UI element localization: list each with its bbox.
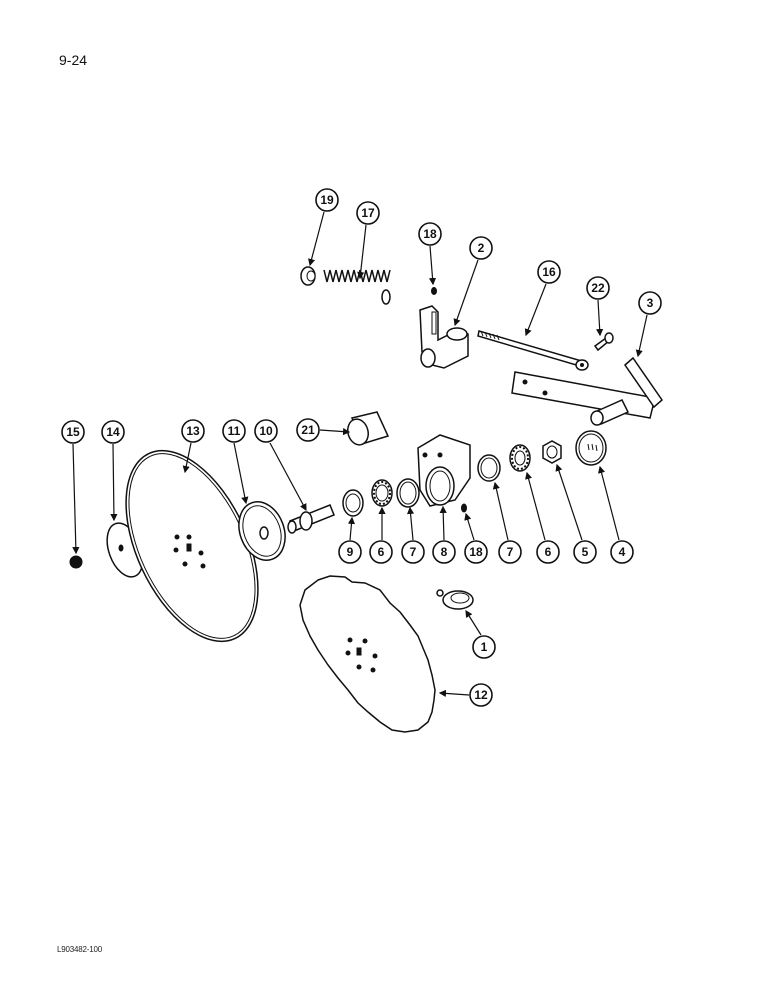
- callout-16: 16: [537, 260, 561, 284]
- part-1-scraper-mount: [436, 589, 474, 610]
- callout-11: 11: [222, 419, 246, 443]
- callout-4: 4: [610, 540, 634, 564]
- callout-9: 9: [338, 540, 362, 564]
- callout-15: 15: [61, 420, 85, 444]
- part-15-nut: [69, 555, 83, 569]
- part-8-hub-housing: [417, 434, 471, 507]
- svg-text:11: 11: [228, 424, 241, 438]
- svg-text:3: 3: [647, 296, 654, 310]
- figure-code: L903482-100: [57, 945, 102, 954]
- part-2-pivot-bracket: [419, 305, 469, 369]
- svg-text:17: 17: [361, 206, 375, 220]
- leader-lines: [72, 211, 648, 698]
- part-4-dust-cap: [575, 430, 607, 466]
- svg-text:6: 6: [378, 545, 385, 559]
- part-18-grease-fitting: [431, 287, 437, 295]
- svg-text:2: 2: [478, 241, 485, 255]
- svg-text:16: 16: [542, 265, 556, 279]
- part-12-notched-disc: [299, 575, 436, 733]
- svg-text:18: 18: [469, 545, 483, 559]
- callout-2: 2: [469, 236, 493, 260]
- callout-13: 13: [181, 419, 205, 443]
- callout-5: 5: [573, 540, 597, 564]
- callout-17: 17: [356, 201, 380, 225]
- callout-18-lower: 18: [464, 540, 488, 564]
- callout-19: 19: [315, 188, 339, 212]
- callout-21: 21: [296, 418, 320, 442]
- svg-text:14: 14: [106, 425, 120, 439]
- svg-text:15: 15: [66, 425, 80, 439]
- part-21-bushing: [347, 411, 390, 446]
- svg-text:5: 5: [582, 545, 589, 559]
- callout-6-right: 6: [536, 540, 560, 564]
- svg-text:22: 22: [591, 281, 605, 295]
- svg-text:19: 19: [320, 193, 334, 207]
- callout-7-right: 7: [498, 540, 522, 564]
- part-19-spring-cap: [300, 266, 316, 286]
- part-22-bolt: [593, 332, 614, 352]
- callout-12: 12: [469, 683, 493, 707]
- svg-text:18: 18: [423, 227, 437, 241]
- part-16-threaded-rod: [477, 330, 589, 371]
- part-13-smooth-disc: [125, 449, 259, 643]
- svg-text:13: 13: [186, 424, 200, 438]
- svg-text:9: 9: [347, 545, 354, 559]
- page-number: 9-24: [59, 52, 88, 68]
- callout-8: 8: [432, 540, 456, 564]
- part-17-spring: [323, 269, 391, 305]
- callout-22: 22: [586, 276, 610, 300]
- svg-text:12: 12: [474, 688, 488, 702]
- part-5-hex-nut: [542, 440, 562, 464]
- svg-text:8: 8: [441, 545, 448, 559]
- part-6-bearing-cone: [371, 479, 393, 507]
- callout-1: 1: [472, 635, 496, 659]
- part-3-arm: [511, 356, 663, 426]
- part-7-bearing-cup-2: [477, 454, 501, 482]
- part-9-seal: [342, 489, 364, 517]
- svg-text:21: 21: [301, 423, 315, 437]
- svg-text:7: 7: [410, 545, 417, 559]
- svg-text:7: 7: [507, 545, 514, 559]
- svg-text:6: 6: [545, 545, 552, 559]
- part-7-bearing-cup: [396, 478, 420, 508]
- callout-10: 10: [254, 419, 278, 443]
- part-11-hub-plate: [238, 501, 286, 561]
- part-10-spindle: [287, 504, 335, 534]
- callout-6: 6: [369, 540, 393, 564]
- callout-18: 18: [418, 222, 442, 246]
- callout-7: 7: [401, 540, 425, 564]
- svg-text:4: 4: [619, 545, 626, 559]
- svg-text:1: 1: [481, 640, 488, 654]
- part-6-bearing-cone-2: [509, 444, 531, 472]
- part-18-grease-fitting-2: [461, 503, 467, 513]
- svg-text:10: 10: [259, 424, 273, 438]
- callout-3: 3: [638, 291, 662, 315]
- callout-14: 14: [101, 420, 125, 444]
